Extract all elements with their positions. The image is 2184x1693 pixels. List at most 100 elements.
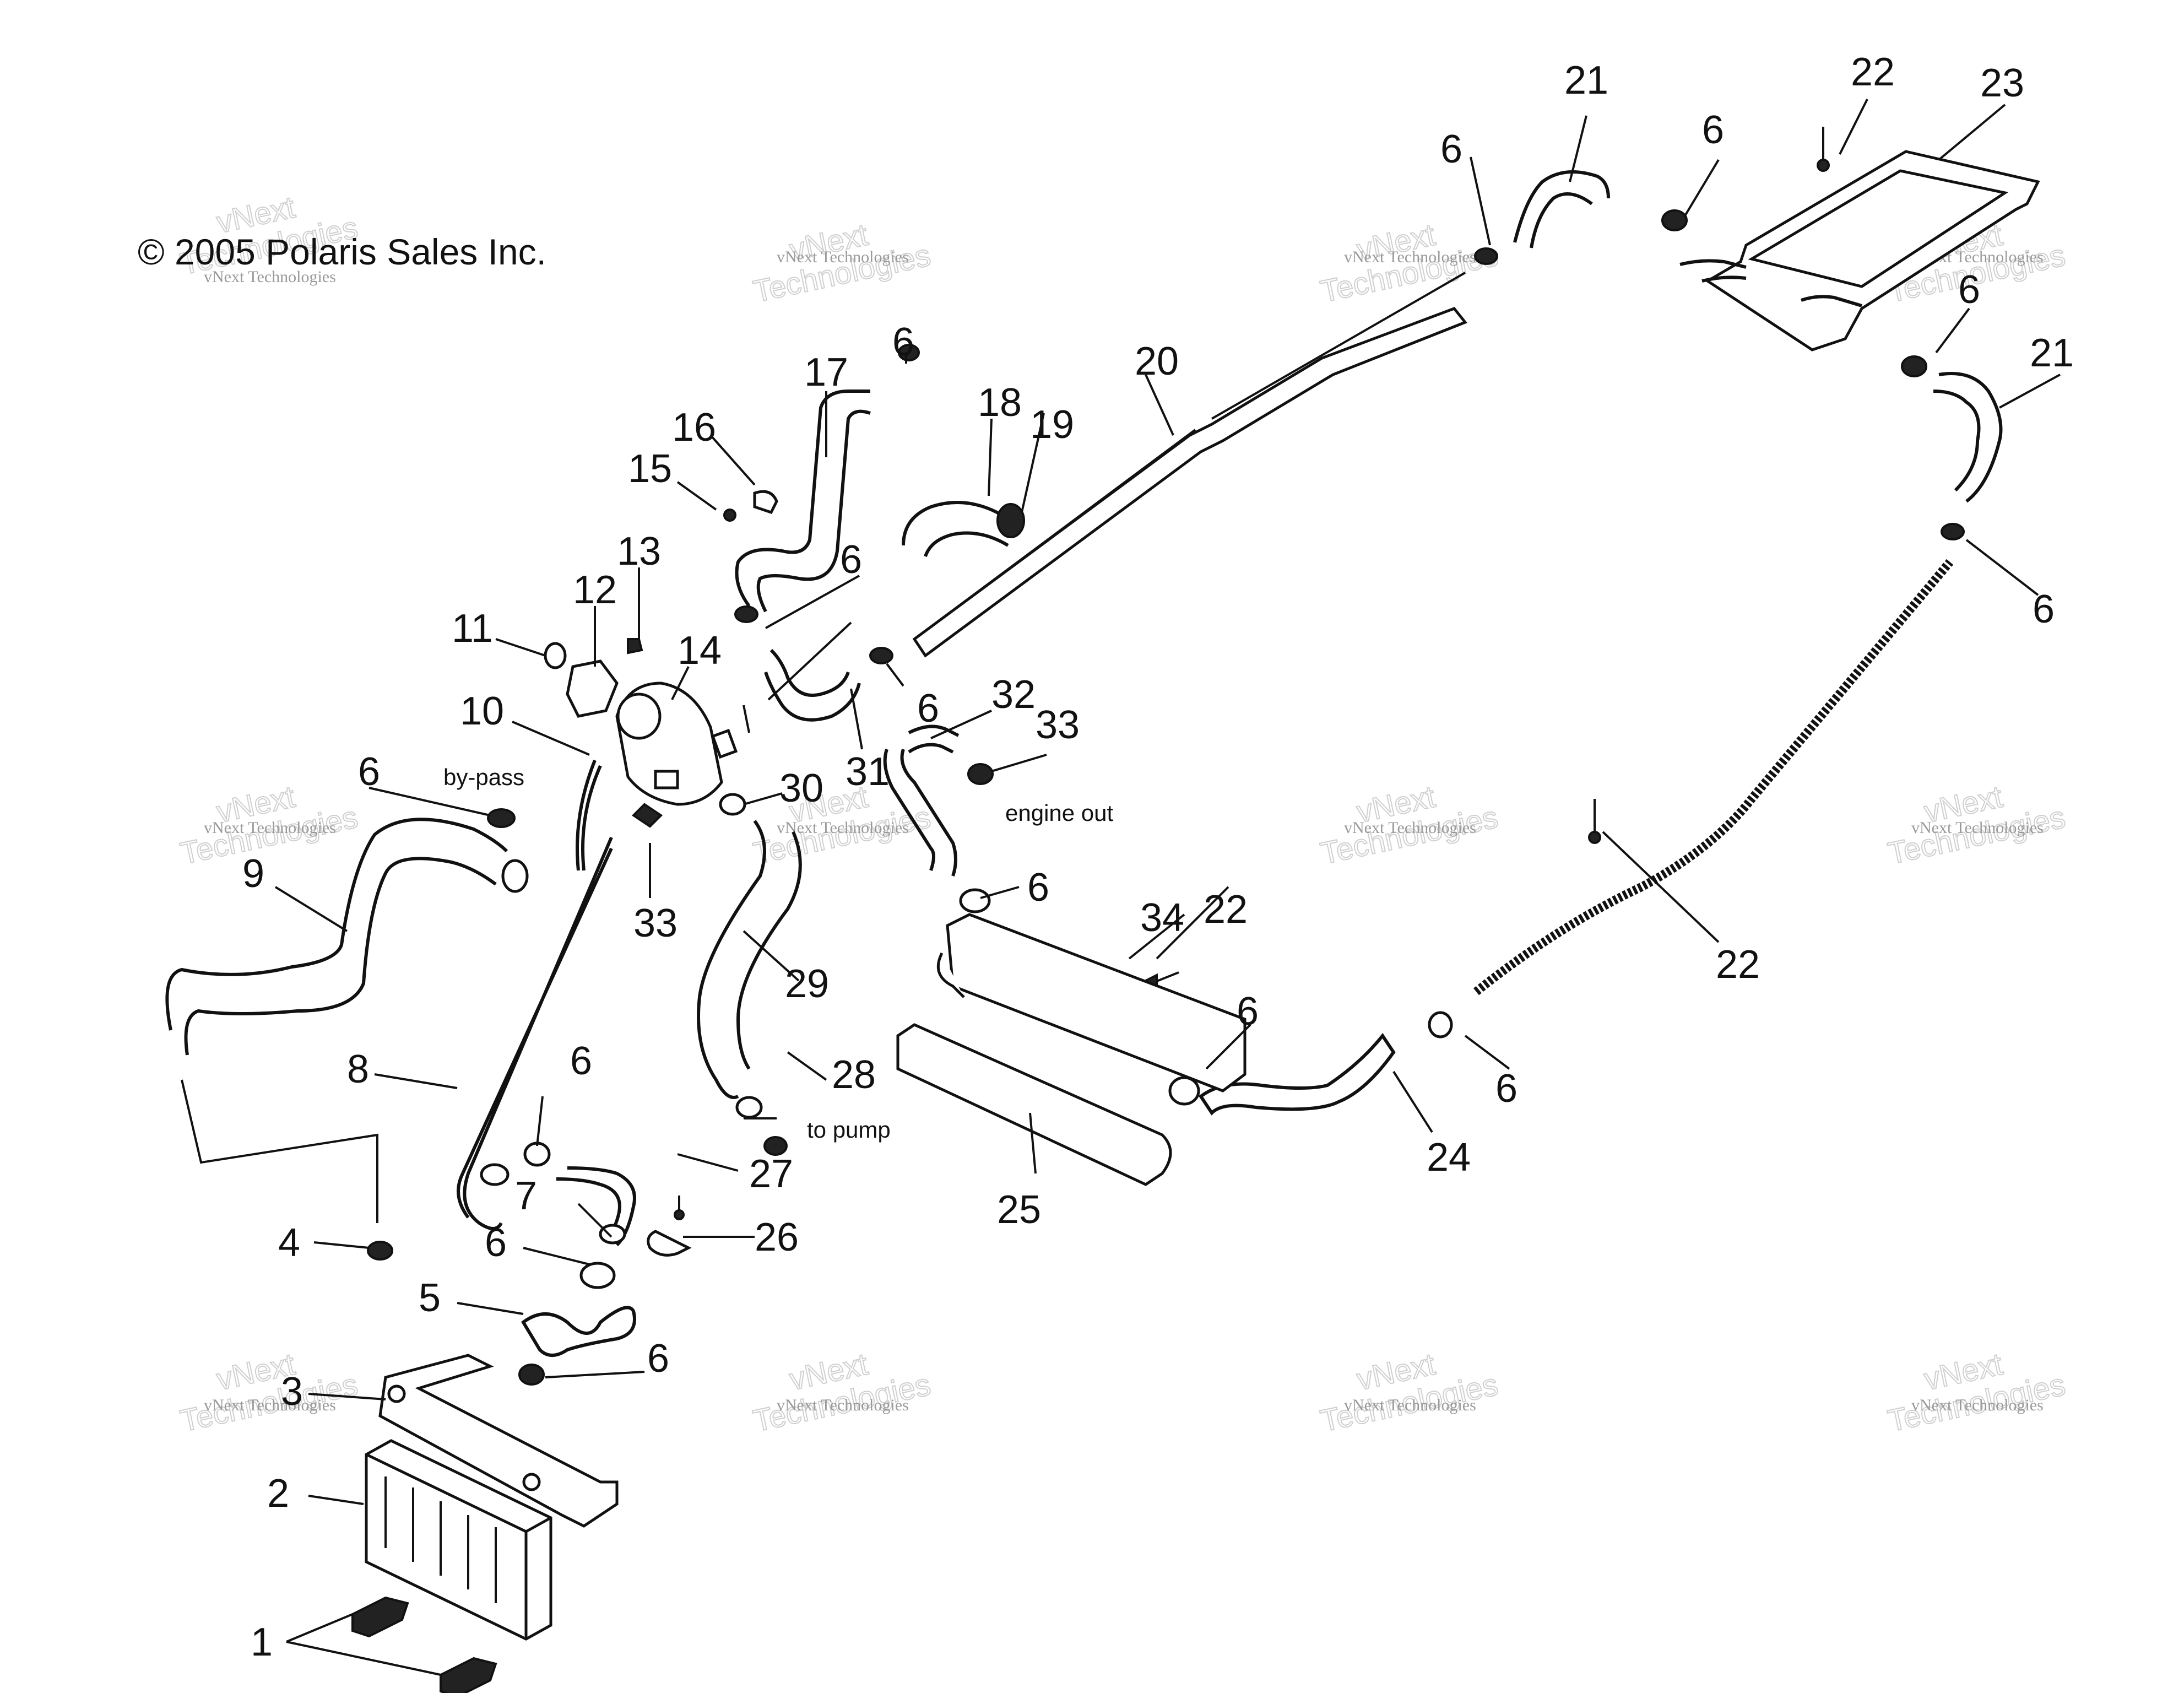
callout-22: 22 (1716, 943, 1760, 987)
callout-21: 21 (2030, 331, 2074, 375)
callout-6: 6 (1958, 268, 1980, 312)
callout-27: 27 (749, 1152, 793, 1196)
callout-33: 33 (1036, 703, 1080, 747)
fitting-part-13 (627, 638, 643, 655)
clamp-part-6 (487, 808, 516, 828)
connector-line (181, 1079, 378, 1223)
elbow-part-31 (764, 648, 861, 722)
radiator-part-23 (1679, 150, 2040, 351)
callout-6: 6 (1237, 989, 1259, 1034)
callout-3: 3 (281, 1370, 303, 1414)
hose-engine-out (883, 749, 957, 877)
callout-17: 17 (804, 350, 848, 394)
callout-12: 12 (573, 568, 617, 612)
callout-6: 6 (485, 1221, 507, 1265)
callout-16: 16 (672, 405, 716, 450)
clamp-part-6 (734, 605, 758, 623)
callout-29: 29 (785, 962, 829, 1006)
parts-drawing (165, 127, 2040, 1693)
callout-25: 25 (997, 1188, 1041, 1232)
clamp-part-6 (1661, 209, 1688, 231)
hose-end (599, 1224, 626, 1245)
clamp-part-6 (898, 344, 920, 361)
hose-end (480, 1163, 510, 1186)
callout-15: 15 (628, 447, 672, 491)
clamp-part-19 (996, 503, 1025, 538)
callout-33: 33 (633, 901, 678, 945)
bracket-part-34 (936, 913, 1247, 1092)
callout-22: 22 (1851, 50, 1895, 94)
watermark-text: vNext Technologies (204, 819, 336, 837)
clamp-part-6 (1901, 355, 1927, 377)
callout-6: 6 (917, 686, 939, 731)
bolt-part-22 (1588, 799, 1601, 844)
watermark: vNext Technologies (750, 1346, 934, 1439)
hose-part-24 (1198, 1032, 1396, 1116)
watermark: vNext Technologies (1317, 1346, 1502, 1439)
callout-10: 10 (460, 689, 504, 733)
callout-28: 28 (832, 1053, 876, 1097)
cap-part-12 (566, 659, 619, 718)
copyright-text: © 2005 Polaris Sales Inc. (138, 231, 546, 272)
callout-6: 6 (358, 750, 380, 794)
callout-18: 18 (978, 381, 1022, 425)
callout-1: 1 (251, 1620, 273, 1664)
hose-part-5 (521, 1306, 636, 1357)
clamp-part-30 (719, 793, 746, 816)
callout-5: 5 (419, 1276, 441, 1320)
bracket-part-25 (896, 1023, 1172, 1186)
callout-6: 6 (1440, 127, 1462, 171)
clamp-part-6 (1474, 247, 1498, 265)
clamp-part-6 (869, 647, 893, 664)
note-bypass: by-pass (443, 764, 524, 790)
hose-part-7 (556, 1166, 636, 1247)
watermark-text: vNext Technologies (1344, 819, 1476, 837)
watermark-text: vNext Technologies (777, 819, 909, 837)
callout-23: 23 (1980, 61, 2024, 105)
callout-14: 14 (678, 629, 722, 673)
callout-13: 13 (617, 529, 661, 574)
callout-6: 6 (892, 320, 914, 364)
callout-22: 22 (1204, 888, 1248, 932)
callout-6: 6 (647, 1337, 669, 1381)
callout-6: 6 (570, 1039, 592, 1083)
elbow-part-21 (1513, 170, 1610, 248)
clamp-part-4 (367, 1241, 393, 1261)
clamp-part-6 (1428, 1011, 1453, 1038)
callout-2: 2 (267, 1472, 289, 1516)
bolt-part-22 (1817, 127, 1830, 172)
bolt-part-27 (674, 1196, 685, 1220)
callout-7: 7 (515, 1174, 537, 1218)
callout-19: 19 (1030, 403, 1074, 447)
clamp-part-6 (579, 1262, 616, 1289)
callout-11: 11 (452, 607, 493, 651)
note-to-pump: to pump (807, 1117, 891, 1143)
watermark: vNext Technologies (177, 1346, 361, 1439)
elbow-part-21 (1933, 372, 2003, 503)
callout-20: 20 (1135, 339, 1179, 383)
watermark-text: vNext Technologies (1911, 1396, 2044, 1414)
clamp-part-33 (631, 803, 663, 828)
heater-core-part-2 (365, 1439, 552, 1641)
clamp-part-28 (763, 1136, 788, 1156)
hose-part-17 (735, 390, 871, 613)
clamp-part-6 (518, 1364, 545, 1386)
hose-end (735, 1096, 763, 1119)
hose-part-18 (902, 501, 1015, 558)
callout-30: 30 (779, 766, 823, 810)
callout-24: 24 (1427, 1135, 1471, 1180)
callout-32: 32 (991, 673, 1036, 717)
watermark-text: vNext Technologies (1344, 1396, 1476, 1414)
callout-6: 6 (2033, 587, 2055, 631)
clamp-part-6 (1168, 1076, 1200, 1106)
watermark-text: vNext Technologies (1344, 248, 1476, 266)
clamp-part-6 (523, 1142, 551, 1167)
callout-34: 34 (1140, 896, 1184, 940)
callout-6: 6 (840, 538, 862, 582)
watermark-text: vNext Technologies (204, 268, 336, 286)
leader-lines (274, 99, 2061, 1676)
clip-part-16 (753, 490, 778, 515)
clamp-part-33 (967, 763, 994, 785)
clamp-part-6 (1941, 523, 1965, 540)
